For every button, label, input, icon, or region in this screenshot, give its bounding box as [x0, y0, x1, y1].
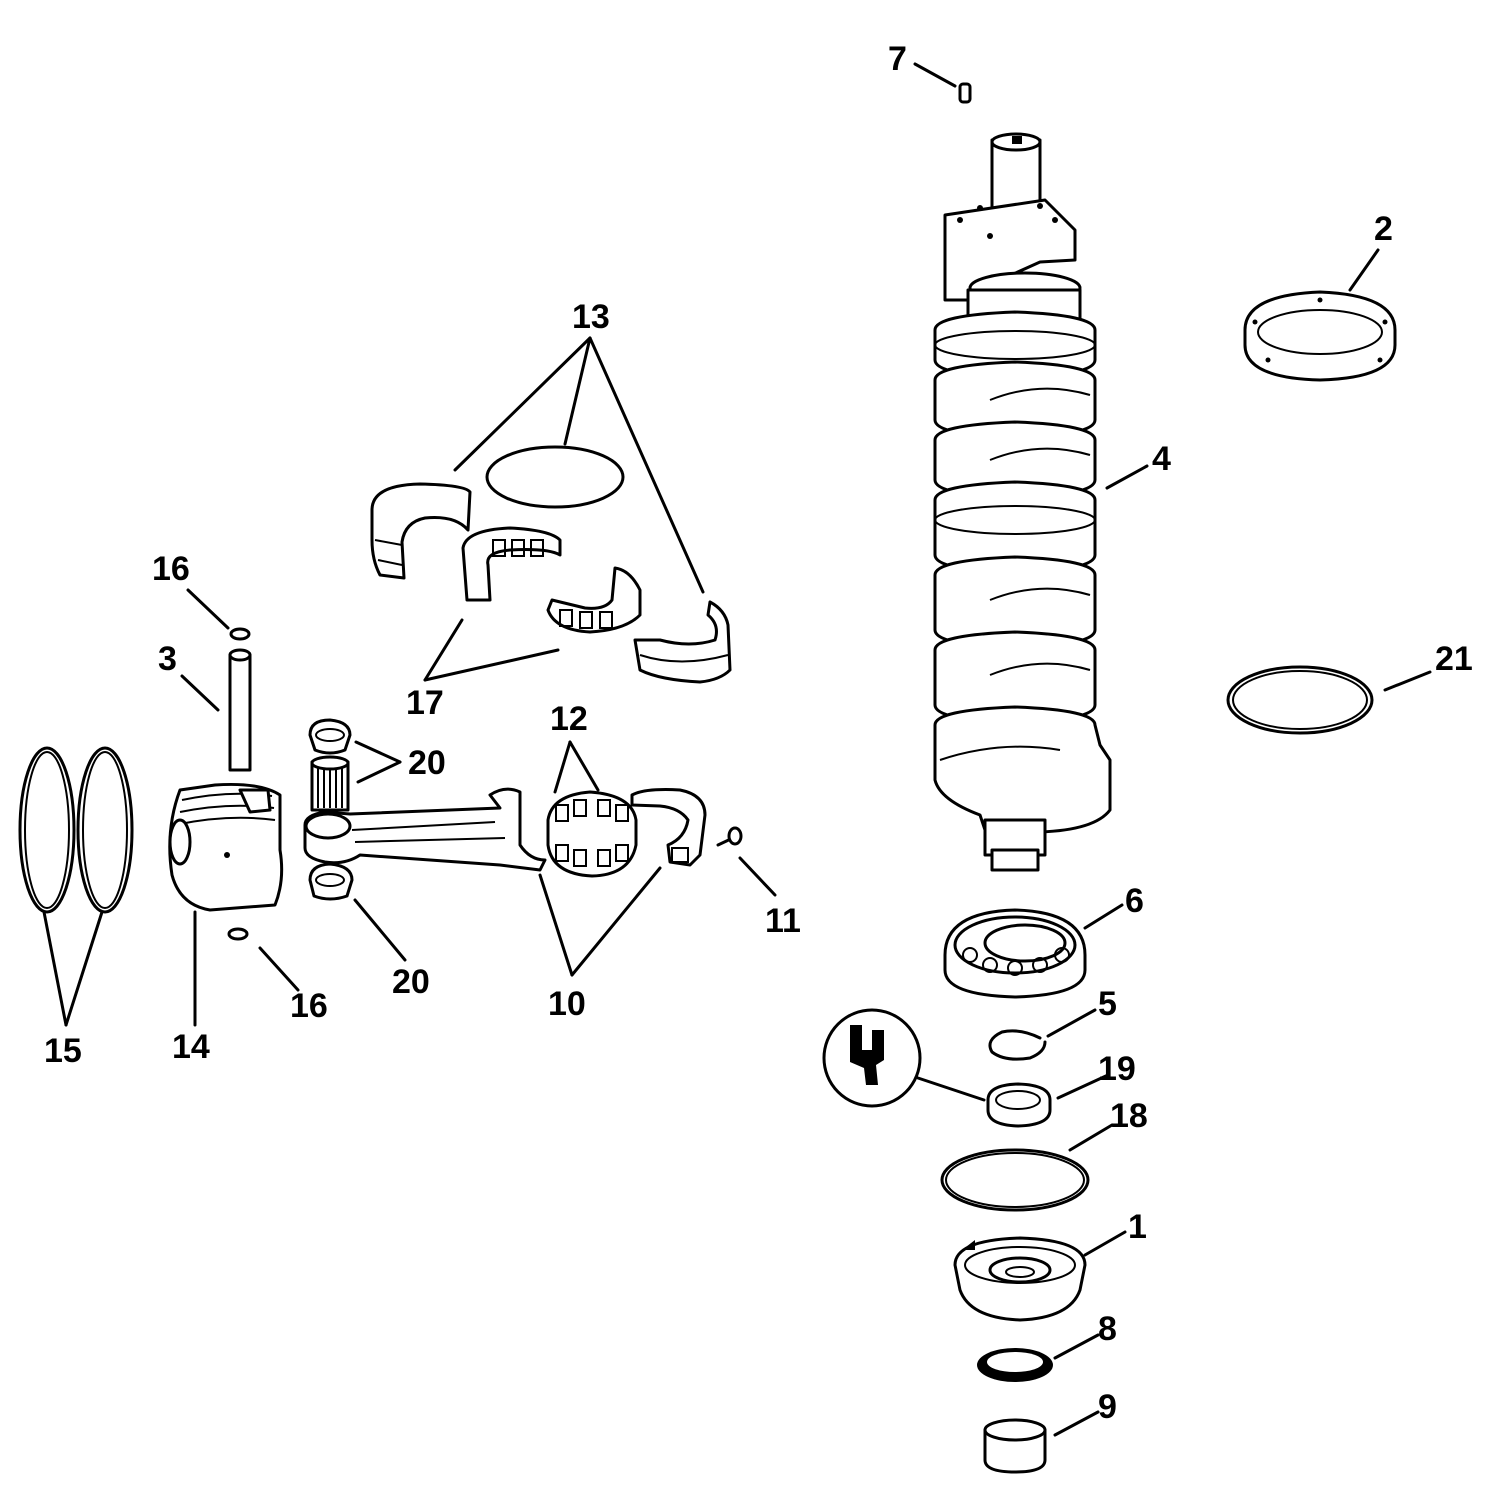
callout-10: 10: [548, 985, 586, 1023]
part-13-bearings: [370, 445, 732, 684]
sealant-symbol: [822, 1008, 986, 1108]
part-9-sleeve: [983, 1418, 1047, 1474]
part-7-key: [958, 82, 972, 104]
part-15-rings: [18, 746, 134, 914]
callout-8: 8: [1098, 1310, 1117, 1348]
part-16-clip-bottom: [227, 927, 249, 941]
callout-14: 14: [172, 1028, 210, 1066]
callout-7: 7: [888, 40, 907, 78]
leader-lines: [42, 62, 1432, 1437]
callout-13: 13: [572, 298, 610, 336]
part-1-housing: [953, 1236, 1087, 1322]
callout-9: 9: [1098, 1388, 1117, 1426]
part-17-cages: [461, 526, 642, 634]
part-19-seal: [986, 1082, 1052, 1128]
callout-5: 5: [1098, 985, 1117, 1023]
callout-19: 19: [1098, 1050, 1136, 1088]
callout-16-top: 16: [152, 550, 190, 588]
part-12-cage: [546, 790, 638, 878]
callout-1: 1: [1128, 1208, 1147, 1246]
crankshaft: [933, 132, 1112, 872]
part-2-seal: [1243, 290, 1397, 382]
callout-21: 21: [1435, 640, 1473, 678]
callout-11: 11: [765, 902, 801, 940]
part-10-connecting-rod: [303, 787, 707, 872]
part-5-snap-ring: [988, 1029, 1047, 1061]
callout-20-top: 20: [408, 744, 446, 782]
callout-2: 2: [1374, 210, 1393, 248]
part-3-pin: [228, 648, 252, 772]
part-11-screw: [716, 826, 743, 847]
part-18-o-ring: [940, 1148, 1090, 1212]
part-20-needle-bearing: [310, 755, 350, 812]
callout-3: 3: [158, 640, 177, 678]
part-8-seal: [977, 1348, 1053, 1382]
callout-15: 15: [44, 1032, 82, 1070]
callout-17: 17: [406, 684, 444, 722]
callout-16-bottom: 16: [290, 987, 328, 1025]
part-20-bottom-washer: [308, 862, 354, 901]
callout-4: 4: [1152, 440, 1171, 478]
part-6-bearing: [943, 908, 1087, 999]
part-21-ring: [1226, 665, 1374, 735]
part-14-piston: [168, 782, 284, 912]
part-20-top-washer: [308, 718, 352, 755]
callout-6: 6: [1125, 882, 1144, 920]
callout-20-bottom: 20: [392, 963, 430, 1001]
callout-12: 12: [550, 700, 588, 738]
callout-18: 18: [1110, 1097, 1148, 1135]
part-16-clip-top: [229, 627, 251, 641]
